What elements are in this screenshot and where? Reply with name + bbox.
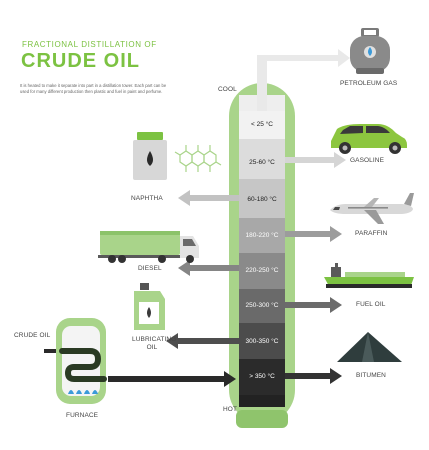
product-label-diesel: DIESEL xyxy=(138,265,162,272)
temp-label-2: 25-60 °C xyxy=(249,159,275,166)
molecule-icon xyxy=(174,145,222,172)
arrow-diesel xyxy=(178,260,239,276)
band-8 xyxy=(239,359,285,395)
band-5 xyxy=(239,253,285,289)
arrow-feed xyxy=(108,371,236,387)
title-description: It is heated to make it separate into pa… xyxy=(20,83,167,94)
tower-bands xyxy=(239,111,285,407)
arrow-naphtha xyxy=(178,190,239,206)
band-7 xyxy=(239,323,285,359)
arrow-petroleum-gas xyxy=(257,49,350,111)
product-label-naphtha: NAPHTHA xyxy=(131,195,163,202)
left-arrows xyxy=(166,190,239,349)
arrow-paraffin xyxy=(285,226,342,242)
airplane-icon xyxy=(330,193,414,224)
tower-foot xyxy=(236,410,288,428)
title-line-2: CRUDE OIL xyxy=(21,50,140,72)
arrow-gasoline xyxy=(285,152,346,168)
bitumen-pile-icon xyxy=(337,332,402,362)
product-label-petroleum-gas: PETROLEUM GAS xyxy=(340,80,398,87)
title-line-1: FRACTIONAL DISTILLATION OF xyxy=(22,40,157,49)
car-icon xyxy=(331,124,407,154)
product-label-gasoline: GASOLINE xyxy=(350,157,385,164)
temp-label-6: 250-300 °C xyxy=(245,302,279,309)
temp-label-5: 220-250 °C xyxy=(245,267,279,274)
temp-label-1: < 25 °C xyxy=(251,121,273,128)
crude-oil-label: CRUDE OIL xyxy=(14,332,51,339)
band-3 xyxy=(239,179,285,218)
band-4 xyxy=(239,218,285,253)
band-1 xyxy=(239,111,285,139)
band-base xyxy=(239,395,285,407)
temp-label-4: 180-220 °C xyxy=(245,232,279,239)
furnace-label: FURNACE xyxy=(66,412,99,419)
right-arrows xyxy=(285,152,346,384)
arrow-lubricating-oil xyxy=(166,333,239,349)
product-label-paraffin: PARAFFIN xyxy=(355,230,388,237)
product-label-lubricating-oil: LUBRICATING OIL xyxy=(132,336,177,351)
temp-label-3: 60-180 °C xyxy=(247,196,277,203)
lubricant-jug-icon xyxy=(134,283,165,330)
cargo-ship-icon xyxy=(324,263,414,288)
oil-can-icon xyxy=(133,132,167,180)
tower-top-label: COOL xyxy=(218,86,237,93)
product-label-bitumen: BITUMEN xyxy=(356,372,386,379)
band-6 xyxy=(239,289,285,323)
gas-cylinder-icon xyxy=(350,28,390,74)
temp-label-8: > 350 °C xyxy=(249,373,275,380)
band-2 xyxy=(239,139,285,179)
tower-bottom-label: HOT xyxy=(223,406,238,413)
product-label-fuel-oil: FUEL OIL xyxy=(356,301,386,308)
temp-label-7: 300-350 °C xyxy=(245,338,279,345)
furnace-icon xyxy=(56,318,107,404)
arrow-bitumen xyxy=(285,368,342,384)
tanker-truck-icon xyxy=(98,231,199,263)
arrow-fuel-oil xyxy=(285,297,342,313)
